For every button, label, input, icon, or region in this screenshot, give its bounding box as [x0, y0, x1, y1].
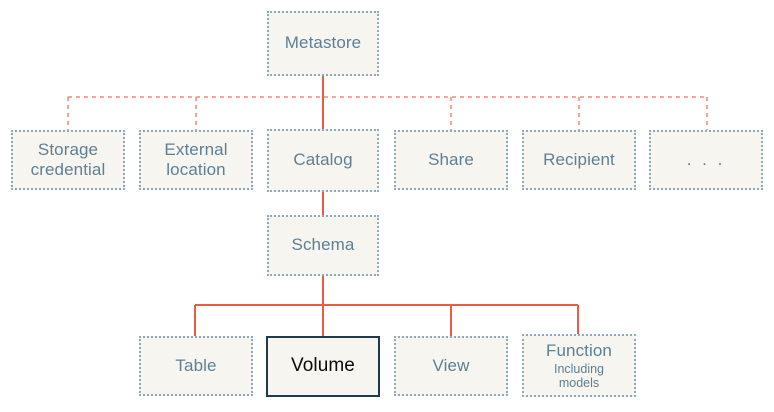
node-share-label: Share — [428, 149, 474, 169]
node-recipient[interactable]: Recipient — [522, 130, 636, 190]
node-catalog-label: Catalog — [293, 150, 353, 170]
node-schema-label: Schema — [291, 235, 355, 255]
node-table-label: Table — [175, 355, 217, 375]
node-external-location-label: External location — [164, 139, 228, 179]
node-more-label: . . . — [686, 149, 726, 169]
node-view[interactable]: View — [394, 336, 508, 396]
node-metastore-label: Metastore — [284, 33, 362, 53]
node-function-sublabel: Including models — [553, 361, 605, 391]
node-external-location[interactable]: External location — [139, 130, 253, 190]
node-volume[interactable]: Volume — [266, 336, 380, 397]
node-function-label: Function — [545, 340, 612, 360]
node-metastore[interactable]: Metastore — [267, 11, 379, 76]
node-view-label: View — [432, 355, 470, 375]
node-function[interactable]: Function Including models — [522, 334, 636, 397]
node-volume-label: Volume — [291, 355, 355, 377]
node-recipient-label: Recipient — [543, 149, 615, 169]
node-table[interactable]: Table — [139, 336, 253, 396]
node-storage-credential-label: Storage credential — [30, 139, 106, 179]
node-schema[interactable]: Schema — [267, 215, 379, 276]
node-share[interactable]: Share — [394, 130, 508, 190]
node-storage-credential[interactable]: Storage credential — [11, 130, 125, 190]
node-more[interactable]: . . . — [649, 130, 763, 190]
node-catalog[interactable]: Catalog — [267, 129, 379, 192]
